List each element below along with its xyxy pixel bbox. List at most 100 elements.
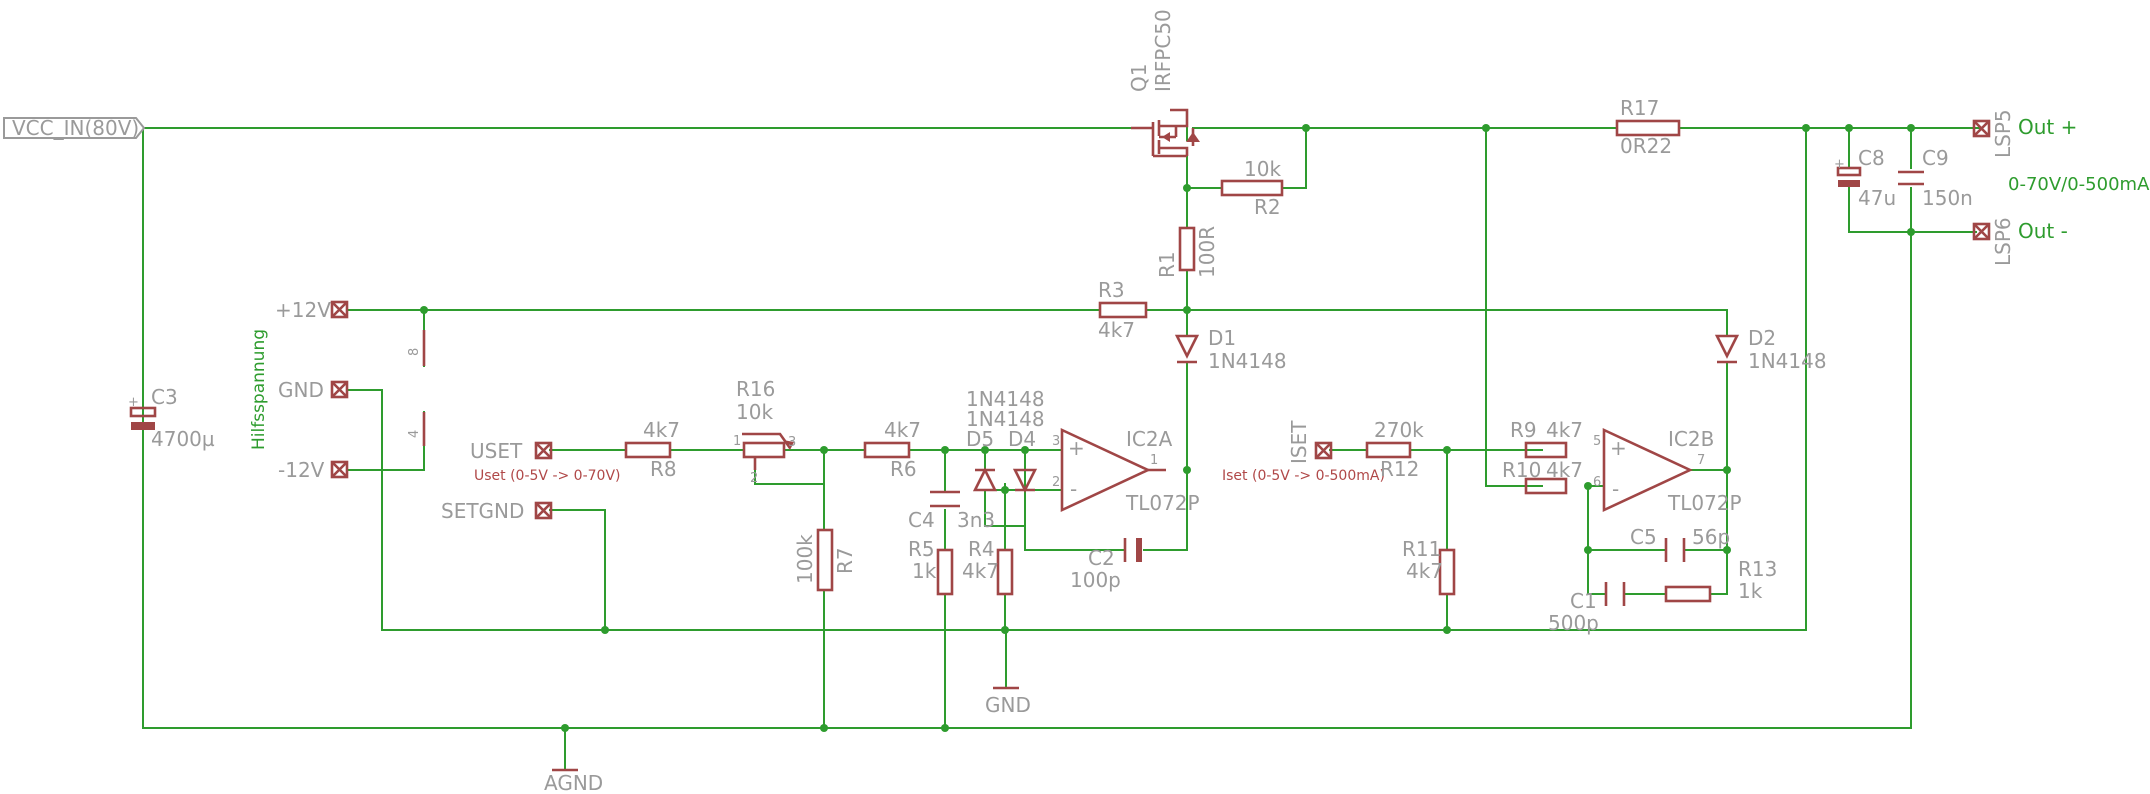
svg-text:R8: R8 [650,457,677,481]
terminal-iset[interactable]: ISET Iset (0-5V -> 0-500mA) [1222,420,1385,484]
resistor-r4: R4 4k7 [962,537,1014,596]
resistor-r6: 4k7 R6 [863,418,921,481]
svg-text:4700µ: 4700µ [151,427,215,451]
svg-text:1N4148: 1N4148 [966,407,1045,431]
resistor-r10: R10 4k7 [1502,458,1583,495]
svg-text:1: 1 [733,434,741,449]
terminal-minus12v[interactable]: -12V [278,458,349,482]
capacitor-c1: C1 500p [1548,582,1626,635]
svg-text:1N4148: 1N4148 [1208,349,1287,373]
svg-text:USET: USET [470,439,523,463]
svg-text:4k7: 4k7 [1098,318,1135,342]
svg-text:1N4148: 1N4148 [1748,349,1827,373]
resistor-r11: R11 4k7 [1402,537,1456,596]
svg-text:SETGND: SETGND [441,499,524,523]
svg-text:R9: R9 [1510,418,1537,442]
svg-text:D1: D1 [1208,326,1236,350]
capacitor-c3: + C3 4700µ [128,385,215,451]
svg-text:+: + [1068,436,1085,460]
svg-text:R4: R4 [968,537,995,561]
svg-text:C3: C3 [151,385,178,409]
opamp-supply-pins: 8 4 [407,330,426,446]
terminal-plus12v[interactable]: +12V [275,298,349,322]
svg-text:GND: GND [278,378,324,402]
svg-text:10k: 10k [736,400,773,424]
resistor-r3: R3 4k7 [1098,278,1148,342]
svg-text:D2: D2 [1748,326,1776,350]
svg-text:AGND: AGND [544,771,603,794]
svg-text:1k: 1k [1738,579,1763,603]
svg-text:IC2B: IC2B [1668,427,1714,451]
svg-text:8: 8 [407,348,422,356]
svg-text:D4: D4 [1008,427,1036,451]
opamp-ic2a: + - 3 2 1 IC2A TL072P [1052,427,1200,515]
svg-text:3: 3 [788,435,796,450]
diode-d1: D1 1N4148 [1174,326,1287,373]
svg-text:100R: 100R [1195,226,1219,278]
svg-text:47u: 47u [1858,186,1896,210]
svg-text:R2: R2 [1254,195,1281,219]
ground-symbol-agnd: AGND [544,727,603,794]
svg-text:C5: C5 [1630,525,1657,549]
svg-text:5: 5 [1593,434,1601,449]
terminal-out-minus[interactable]: LSP6 Out - [1972,217,2068,266]
svg-text:150n: 150n [1922,186,1973,210]
svg-text:+12V: +12V [275,298,331,322]
svg-text:4k7: 4k7 [1546,458,1583,482]
svg-text:Iset (0-5V -> 0-500mA): Iset (0-5V -> 0-500mA) [1222,468,1385,484]
diode-d2: D2 1N4148 [1714,326,1827,373]
svg-text:ISET: ISET [1287,420,1311,464]
svg-text:4k7: 4k7 [643,418,680,442]
capacitor-c2: C2 100p [1070,538,1142,592]
svg-text:500p: 500p [1548,611,1599,635]
resistor-r5: R5 1k [908,537,954,596]
svg-text:TL072P: TL072P [1125,491,1200,515]
svg-text:+: + [1610,436,1627,460]
capacitor-c5: C5 56p [1630,525,1730,562]
svg-text:C4: C4 [908,508,935,532]
hilfsspannung-label: Hilfsspannung [249,329,269,450]
svg-text:R3: R3 [1098,278,1125,302]
svg-text:R5: R5 [908,537,935,561]
svg-text:56p: 56p [1692,525,1730,549]
svg-text:C9: C9 [1922,146,1949,170]
vcc-in-text: VCC_IN(80V) [12,116,139,140]
svg-text:4: 4 [407,430,422,438]
terminal-setgnd[interactable]: SETGND [441,499,553,523]
svg-text:-: - [1612,477,1619,501]
resistor-r8: 4k7 R8 [624,418,680,481]
capacitor-c8: + C8 47u [1834,146,1896,210]
svg-text:2: 2 [750,471,758,486]
resistor-r2: 10k R2 [1220,157,1284,219]
svg-text:C8: C8 [1858,146,1885,170]
resistor-r9: R9 4k7 [1510,418,1583,459]
terminal-gnd[interactable]: GND [278,378,349,402]
svg-text:1k: 1k [912,559,937,583]
svg-text:IC2A: IC2A [1126,427,1173,451]
svg-text:R13: R13 [1738,557,1777,581]
svg-text:270k: 270k [1374,418,1424,442]
svg-text:R6: R6 [890,457,917,481]
svg-text:-: - [1070,477,1077,501]
capacitor-c4: C4 3n3 [908,490,995,532]
terminal-uset[interactable]: USET Uset (0-5V -> 0-70V) [470,439,621,484]
svg-text:LSP5: LSP5 [1991,109,2015,158]
svg-text:IRFPC50: IRFPC50 [1151,9,1175,92]
svg-text:Out -: Out - [2018,219,2068,243]
svg-text:1N4148: 1N4148 [966,387,1045,411]
diode-d5: D5 1N4148 [966,387,1045,492]
svg-text:R11: R11 [1402,537,1441,561]
svg-text:4k7: 4k7 [962,559,999,583]
svg-text:Out +: Out + [2018,115,2077,139]
svg-text:+: + [128,395,139,410]
svg-text:R1: R1 [1155,251,1179,278]
svg-text:R7: R7 [833,547,857,574]
opamp-ic2b: + - 5 6 7 IC2B TL072P [1593,427,1742,515]
svg-text:10k: 10k [1244,157,1281,181]
potentiometer-r16: R16 10k 1 3 2 [733,377,796,486]
svg-text:R16: R16 [736,377,775,401]
svg-text:4k7: 4k7 [884,418,921,442]
svg-text:3n3: 3n3 [957,508,995,532]
svg-text:R10: R10 [1502,458,1541,482]
terminal-out-plus[interactable]: LSP5 Out + [1972,109,2077,158]
